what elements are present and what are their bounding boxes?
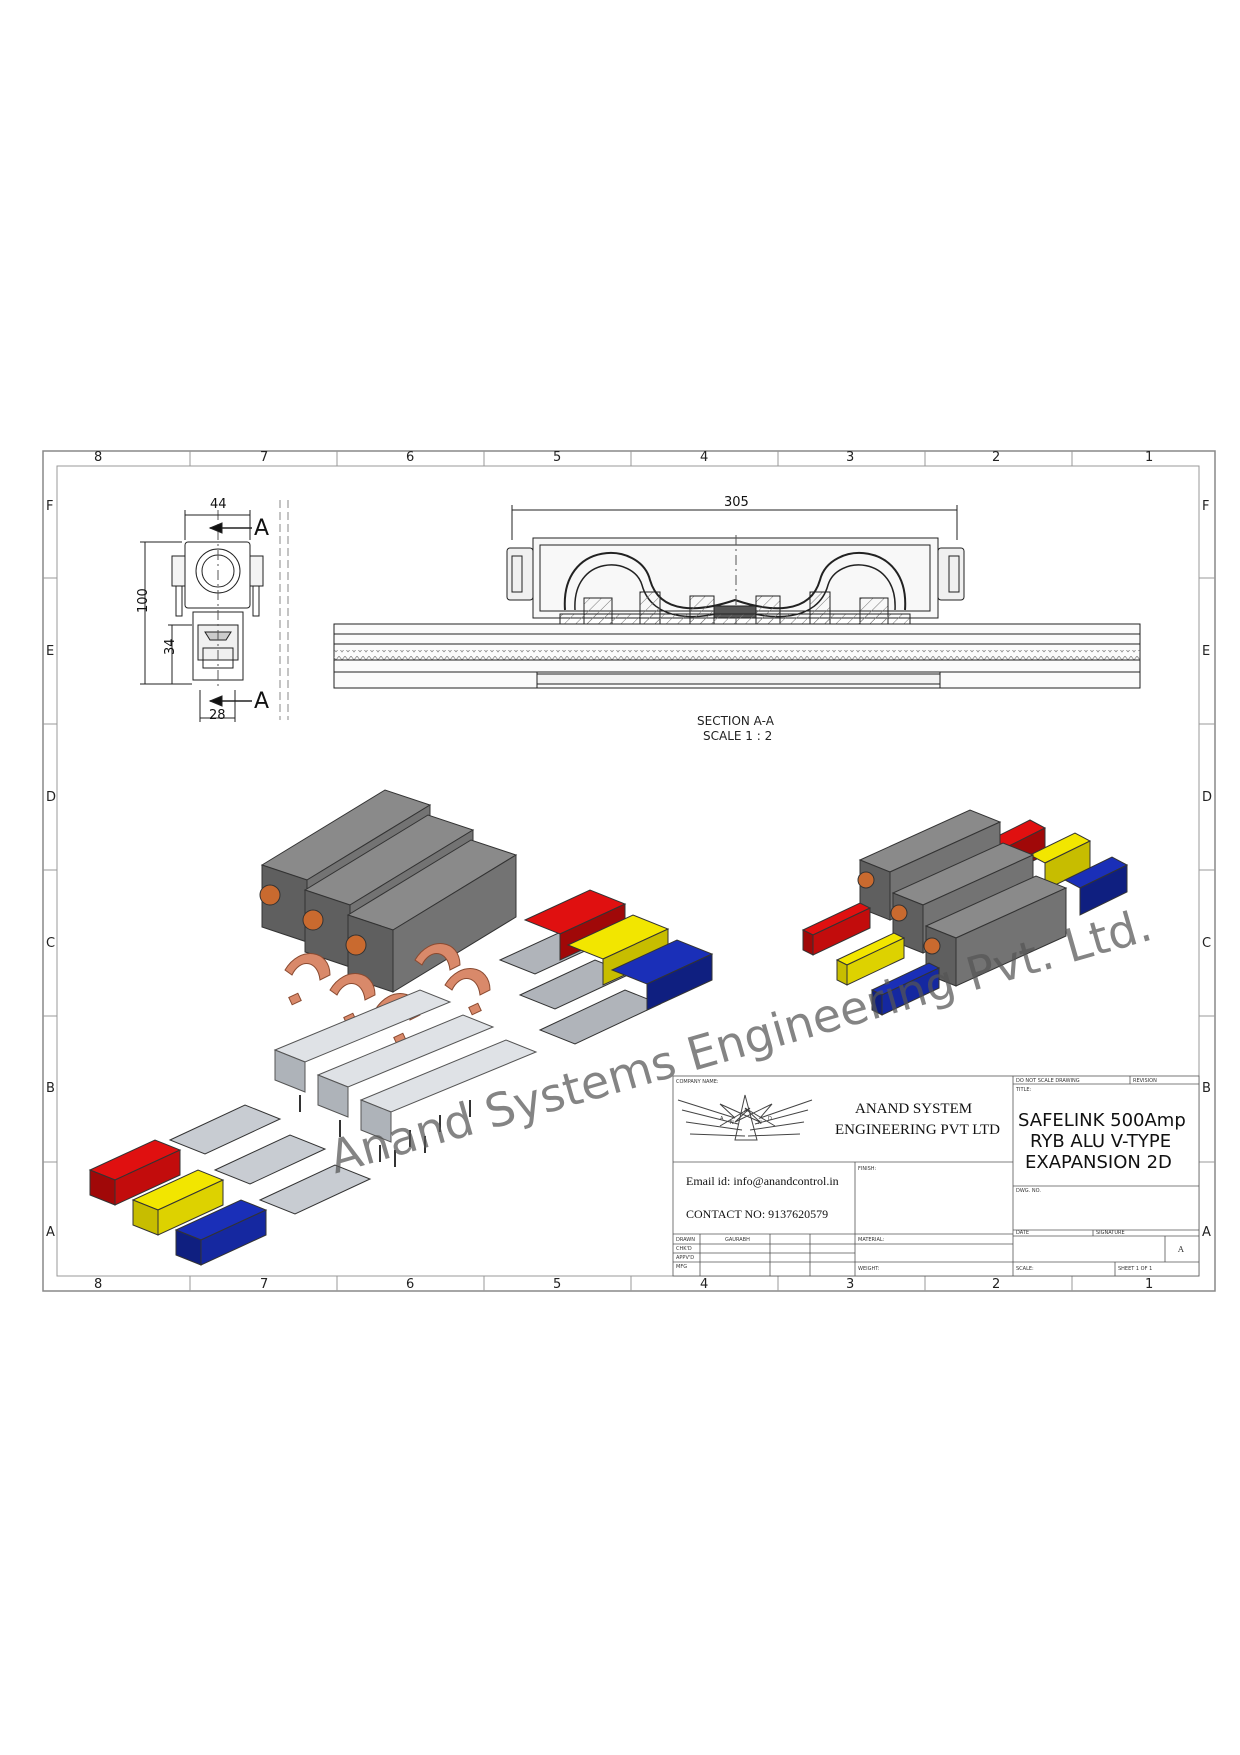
- section-a-a-view: [333, 505, 1141, 689]
- do-not-scale-label: DO NOT SCALE DRAWING: [1016, 1078, 1080, 1084]
- logo-letter-2: N: [730, 1120, 734, 1126]
- logo-letter-4: N: [758, 1120, 762, 1126]
- zone-col-3-bottom: 3: [846, 1277, 854, 1292]
- material-label: MATERIAL:: [858, 1237, 885, 1243]
- drawn-by: GAURABH: [725, 1237, 750, 1243]
- finish-label: FINISH:: [858, 1166, 876, 1172]
- aluminium-brackets: [273, 989, 538, 1143]
- rail-blue-lower: [174, 1164, 372, 1266]
- zone-col-2-bottom: 2: [992, 1277, 1000, 1292]
- rail-red-lower: [88, 1104, 282, 1206]
- housing-3: [345, 839, 518, 993]
- date-label: DATE: [1016, 1230, 1029, 1236]
- zone-row-b: B: [46, 1081, 55, 1096]
- zone-row-e-right: E: [1202, 644, 1210, 659]
- dim-width-top: 44: [210, 497, 227, 512]
- drawn-label: DRAWN: [676, 1237, 695, 1243]
- dim-height-lower: 34: [163, 638, 178, 655]
- dim-height-total: 100: [136, 588, 151, 613]
- dim-width-bottom: 28: [209, 708, 226, 723]
- zone-row-d: D: [46, 790, 56, 805]
- zone-col-4-bottom: 4: [700, 1277, 708, 1292]
- zone-col-5: 5: [553, 450, 561, 465]
- signature-label: SIGNATURE: [1096, 1230, 1125, 1236]
- checked-label: CHK'D: [676, 1246, 692, 1252]
- zone-ticks: [43, 451, 1215, 1291]
- exploded-assembly-view: [88, 789, 714, 1266]
- zone-labels-left: F E D C B A: [46, 499, 56, 1240]
- zone-col-1: 1: [1145, 450, 1153, 465]
- outer-border: [42, 450, 1216, 1292]
- company-name-line2: ENGINEERING PVT LTD: [835, 1122, 1000, 1138]
- drawing-title-line1: SAFELINK 500Amp: [1018, 1110, 1186, 1131]
- zone-col-2: 2: [992, 450, 1000, 465]
- section-marker-bottom: A: [254, 689, 269, 714]
- zone-col-4: 4: [700, 450, 708, 465]
- contact-text: CONTACT NO: 9137620579: [686, 1207, 828, 1221]
- company-logo: [677, 1094, 813, 1141]
- scale-label: SCALE:: [1016, 1266, 1034, 1272]
- zone-row-c: C: [46, 936, 55, 951]
- side-profile-view: [140, 500, 289, 722]
- zone-col-3: 3: [846, 450, 854, 465]
- dwg-no-label: DWG. NO.: [1016, 1188, 1041, 1194]
- zone-col-7: 7: [260, 450, 268, 465]
- zone-col-6: 6: [406, 450, 414, 465]
- zone-row-a: A: [46, 1225, 55, 1240]
- dim-length: 305: [724, 495, 749, 510]
- weight-label: WEIGHT:: [858, 1266, 880, 1272]
- mfg-label: MFG: [676, 1264, 687, 1270]
- zone-col-8-bottom: 8: [94, 1277, 102, 1292]
- section-title: SECTION A-A: [697, 714, 775, 728]
- zone-row-f-right: F: [1202, 499, 1209, 514]
- zone-row-a-right: A: [1202, 1225, 1211, 1240]
- drawing-title-line3: EXAPANSION 2D: [1025, 1152, 1172, 1173]
- logo-letter-1: A: [720, 1116, 724, 1122]
- zone-col-8: 8: [94, 450, 102, 465]
- zone-row-e: E: [46, 644, 54, 659]
- approved-label: APPV'D: [676, 1255, 694, 1261]
- zone-labels-top: 8 7 6 5 4 3 2 1: [94, 450, 1153, 465]
- rail-blue-upper: [538, 939, 714, 1045]
- company-name-label: COMPANY NAME:: [676, 1079, 719, 1085]
- sheet-size: A: [1177, 1245, 1184, 1254]
- rail-yellow-lower: [131, 1134, 327, 1236]
- email-text: Email id: info@anandcontrol.in: [686, 1174, 839, 1188]
- zone-labels-bottom: 8 7 6 5 4 3 2 1: [94, 1277, 1153, 1292]
- zone-labels-right: F E D C B A: [1202, 499, 1212, 1240]
- sheet-label: SHEET 1 OF 1: [1118, 1266, 1152, 1272]
- zone-col-7-bottom: 7: [260, 1277, 268, 1292]
- logo-letter-3: A: [744, 1108, 748, 1114]
- zone-col-1-bottom: 1: [1145, 1277, 1153, 1292]
- drawing-title-line2: RYB ALU V-TYPE: [1030, 1131, 1171, 1152]
- zone-row-c-right: C: [1202, 936, 1211, 951]
- zone-row-d-right: D: [1202, 790, 1212, 805]
- zone-row-f: F: [46, 499, 53, 514]
- section-scale: SCALE 1 : 2: [703, 729, 772, 743]
- title-label: TITLE:: [1015, 1087, 1032, 1093]
- zone-col-5-bottom: 5: [553, 1277, 561, 1292]
- company-name-line1: ANAND SYSTEM: [855, 1101, 972, 1117]
- inner-border: [56, 465, 1200, 1277]
- section-marker-top: A: [254, 516, 269, 541]
- revision-label: REVISION: [1133, 1078, 1157, 1084]
- logo-letter-5: D: [768, 1116, 772, 1122]
- zone-row-b-right: B: [1202, 1081, 1211, 1096]
- assembled-view: [801, 809, 1129, 1016]
- bolts: [299, 1095, 471, 1167]
- zone-col-6-bottom: 6: [406, 1277, 414, 1292]
